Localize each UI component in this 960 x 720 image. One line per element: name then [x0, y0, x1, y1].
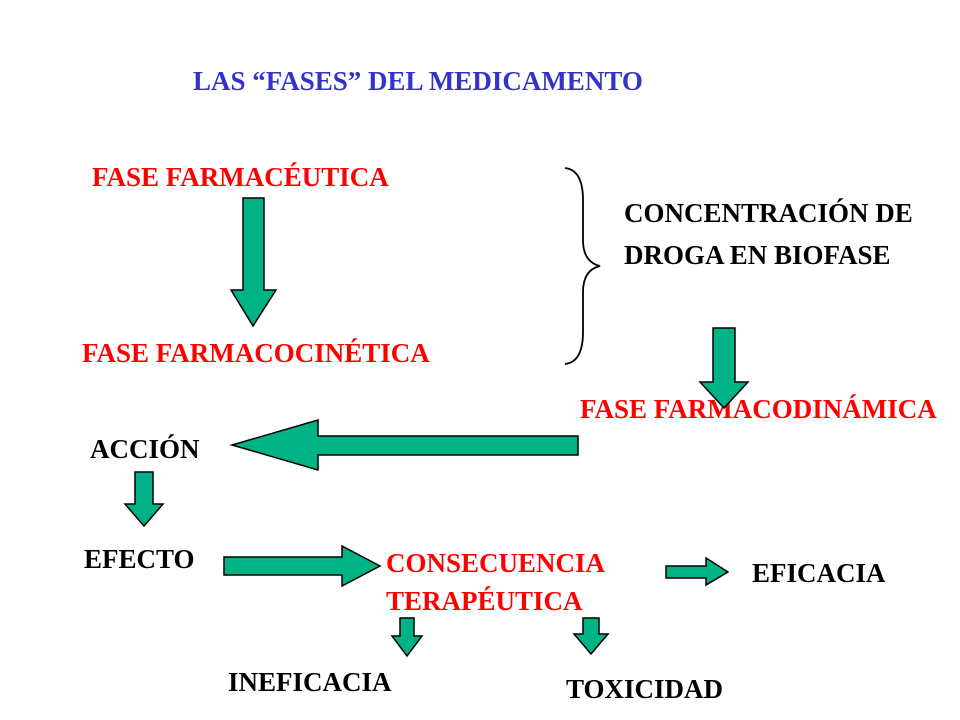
node-efecto: EFECTO	[84, 544, 195, 574]
curly-brace-icon	[564, 167, 601, 365]
node-fase-farmacodinamica: FASE FARMACODINÁMICA	[580, 394, 937, 424]
node-toxicidad: TOXICIDAD	[566, 674, 724, 704]
down-arrow-icon	[698, 327, 750, 410]
diagram-title: LAS “FASES” DEL MEDICAMENTO	[193, 66, 643, 96]
down-arrow-icon	[572, 617, 610, 656]
node-ineficacia: INEFICACIA	[228, 667, 392, 697]
node-consecuencia-terapeutica: CONSECUENCIA TERAPÉUTICA	[386, 548, 604, 616]
down-arrow-icon	[229, 197, 278, 328]
node-eficacia: EFICACIA	[752, 558, 886, 588]
down-arrow-icon	[123, 471, 165, 528]
node-fase-farmacocinetica: FASE FARMACOCINÉTICA	[82, 338, 430, 368]
node-concentracion-biofase: CONCENTRACIÓN DE DROGA EN BIOFASE	[624, 198, 913, 270]
left-arrow-icon	[229, 419, 579, 471]
right-arrow-icon	[665, 556, 730, 587]
node-fase-farmaceutica: FASE FARMACÉUTICA	[92, 162, 389, 192]
right-arrow-icon	[223, 544, 382, 588]
node-accion: ACCIÓN	[90, 434, 200, 464]
down-arrow-icon	[390, 617, 424, 658]
